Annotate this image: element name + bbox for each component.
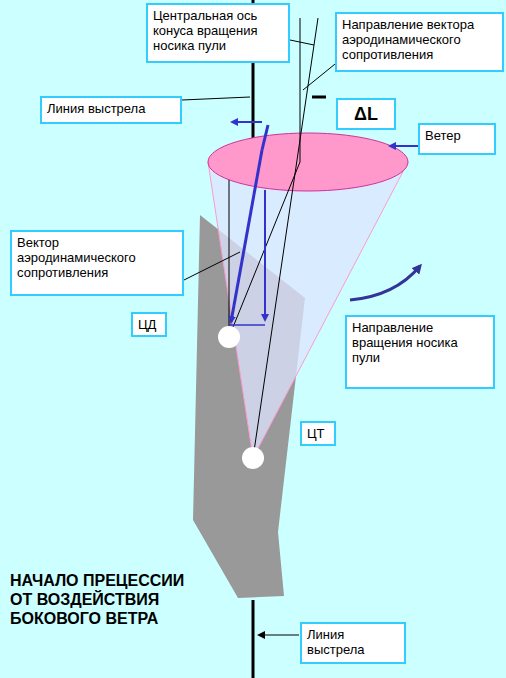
axis-label-box: Центральная ось конуса вращения носика п… (146, 3, 290, 63)
gravity-center-box: ЦТ (300, 421, 336, 446)
leader-line (290, 40, 314, 45)
rotation-arrow (350, 266, 420, 300)
fire-line-box: Линия выстрела (40, 96, 182, 124)
box-text: ΔL (343, 103, 389, 125)
delta-box: ΔL (336, 98, 396, 130)
fire-line-box: Линия выстрела (300, 622, 406, 664)
box-text: Линия выстрела (307, 627, 399, 657)
box-text: ЦД (138, 317, 160, 332)
box-text: Направление вращения носика пули (352, 320, 488, 365)
cone-axis (253, 18, 318, 458)
box-text: Центральная ось конуса вращения носика п… (153, 8, 283, 53)
leader-line (184, 252, 240, 280)
box-text: Направление вектора аэродинамического со… (342, 17, 497, 62)
delta-mark (312, 96, 326, 99)
leader-line (182, 97, 250, 100)
wind-component (232, 121, 262, 123)
wind-box: Ветер (418, 123, 496, 155)
drag-vector-box: Вектор аэродинамического сопротивления (10, 230, 184, 296)
component-link (229, 324, 265, 326)
drag-vector (262, 125, 268, 150)
drag-direction-box: Направление вектора аэродинамического со… (335, 12, 504, 72)
drag-vector (231, 150, 262, 322)
fire-line (252, 600, 255, 678)
precession-cone (208, 162, 408, 458)
box-text: ЦТ (307, 426, 329, 441)
pressure-center-box: ЦД (131, 312, 167, 337)
box-text: Линия выстрела (47, 101, 175, 116)
box-text: Ветер (425, 128, 489, 143)
box-text: Вектор аэродинамического сопротивления (17, 235, 177, 280)
drag-direction (300, 18, 301, 162)
gravity-center (242, 447, 264, 469)
wind-arrow (390, 145, 418, 147)
diagram-title: НАЧАЛО ПРЕЦЕССИИ ОТ ВОЗДЕЙСТВИЯ БОКОВОГО… (10, 571, 190, 628)
aux-line (229, 180, 230, 337)
cone-base (208, 133, 408, 191)
pressure-center (218, 326, 240, 348)
drag-direction (229, 162, 300, 337)
rotation-box: Направление вращения носика пули (345, 315, 495, 389)
leader-line (259, 635, 299, 636)
axial-component (264, 190, 266, 320)
